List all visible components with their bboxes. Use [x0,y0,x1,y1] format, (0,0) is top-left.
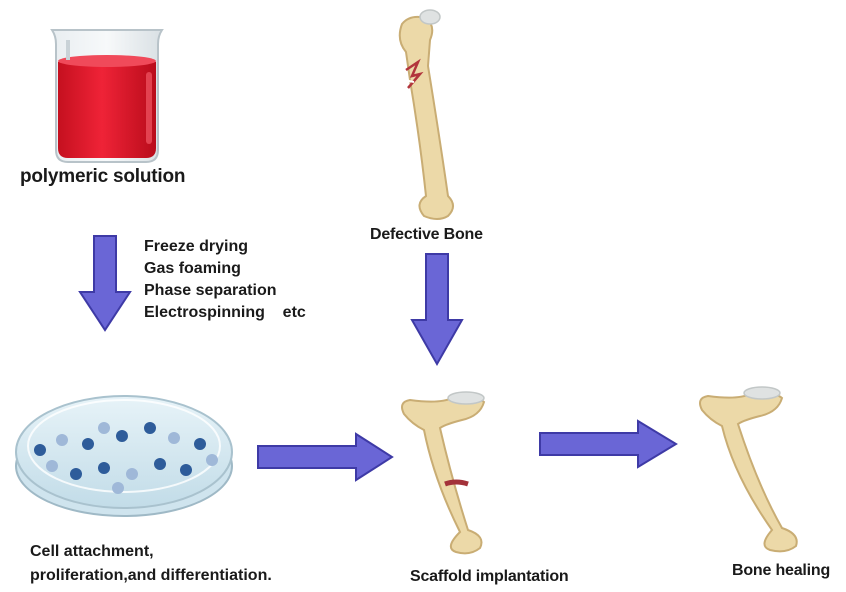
arrow-right-icon [540,421,676,467]
cell-label-line1: Cell attachment, [30,540,272,564]
method-item: Gas foaming [144,258,306,280]
beaker-icon [52,30,162,162]
bone-icon [400,10,453,219]
petri-dish-icon [16,396,232,516]
arrow-down-icon [80,236,130,330]
scaffold-implantation-label: Scaffold implantation [410,568,568,586]
arrow-down-icon [412,254,462,364]
polymeric-solution-label: polymeric solution [20,166,185,188]
cell-label-line2: proliferation,and differentiation. [30,564,272,588]
bone-icon [402,392,484,553]
cell-activity-label: Cell attachment, proliferation,and diffe… [30,540,272,588]
arrow-right-icon [258,434,392,480]
defective-bone-label: Defective Bone [370,226,483,244]
method-item: Freeze drying [144,236,306,258]
fabrication-methods-list: Freeze drying Gas foaming Phase separati… [144,236,306,324]
bone-icon [700,387,797,551]
method-item: Electrospinning etc [144,302,306,324]
bone-healing-label: Bone healing [732,562,830,580]
method-item: Phase separation [144,280,306,302]
